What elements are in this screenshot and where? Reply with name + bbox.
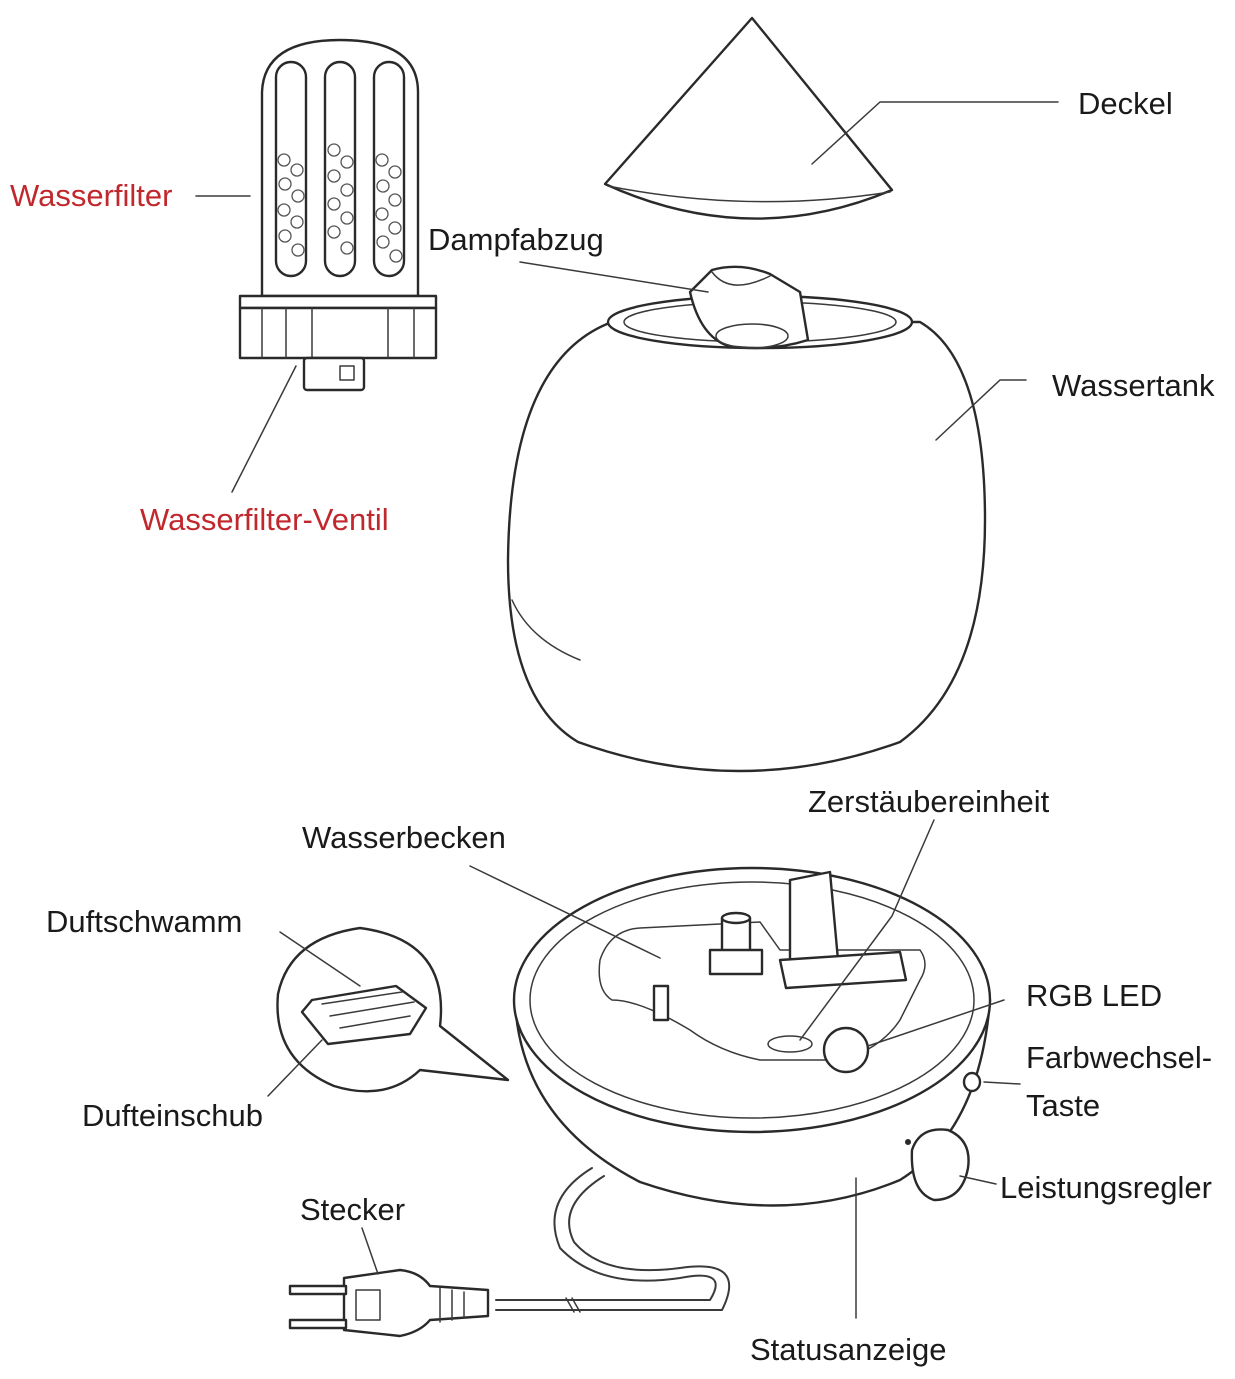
- label-duftschwamm: Duftschwamm: [46, 904, 243, 939]
- label-dampfabzug: Dampfabzug: [428, 222, 604, 257]
- label-wasserbecken: Wasserbecken: [302, 820, 506, 855]
- label-farbwechsel-line1: Farbwechsel-: [1026, 1040, 1213, 1075]
- label-dufteinschub: Dufteinschub: [82, 1098, 263, 1133]
- label-rgb-led: RGB LED: [1026, 978, 1163, 1013]
- lid-illustration: [603, 16, 894, 220]
- water-tank-illustration: [506, 265, 987, 773]
- label-statusanzeige: Statusanzeige: [750, 1332, 947, 1367]
- label-farbwechsel-line2: Taste: [1026, 1088, 1101, 1123]
- label-stecker: Stecker: [300, 1192, 406, 1227]
- label-zerstaeubereinheit: Zerstäubereinheit: [808, 784, 1050, 819]
- label-wasserfilter-ventil: Wasserfilter-Ventil: [140, 502, 389, 537]
- label-deckel: Deckel: [1078, 86, 1173, 121]
- scent-drawer-detail-illustration: [276, 926, 510, 1093]
- label-wasserfilter: Wasserfilter: [10, 178, 173, 213]
- label-leistungsregler: Leistungsregler: [1000, 1170, 1212, 1205]
- label-wassertank: Wassertank: [1052, 368, 1215, 403]
- leader-lines: [195, 101, 1059, 1319]
- base-unit-illustration: [288, 866, 992, 1338]
- water-filter-illustration: [238, 38, 438, 392]
